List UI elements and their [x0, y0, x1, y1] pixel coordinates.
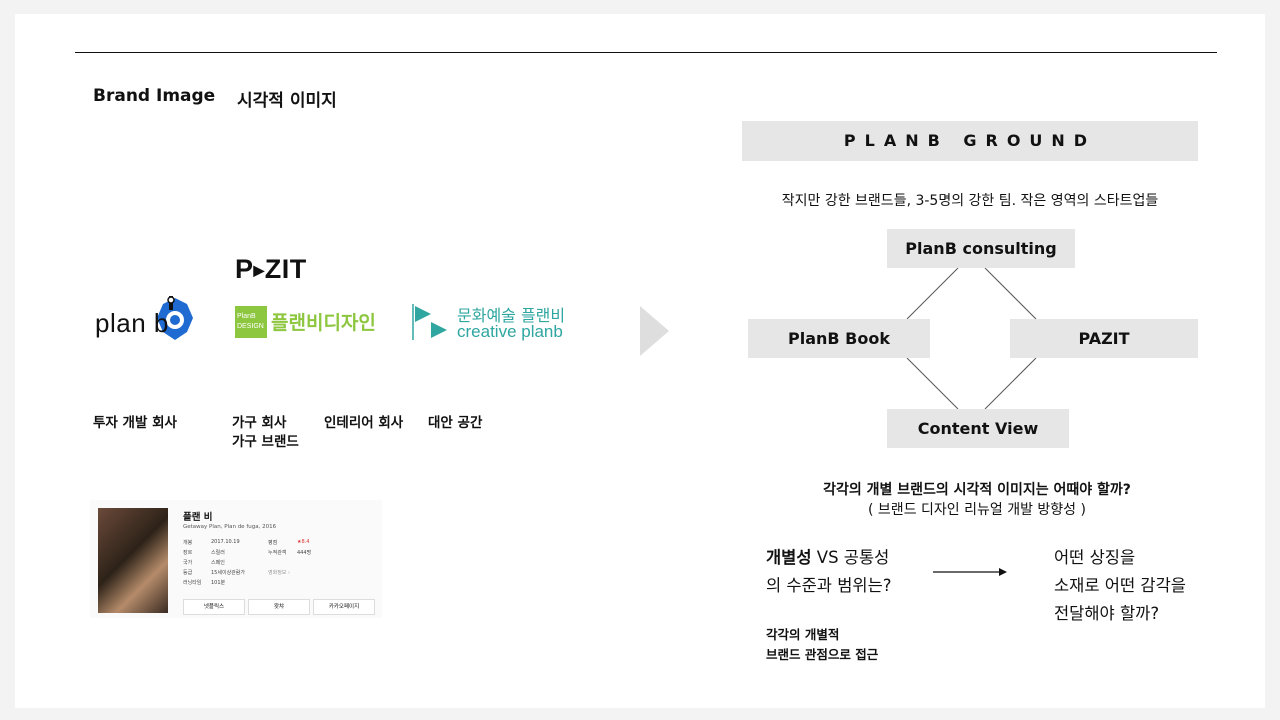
movie-audience: 444명 [297, 550, 312, 556]
creative-logo-line2: creative planb [457, 322, 563, 341]
category-interior: 인테리어 회사 [324, 415, 404, 431]
movie-row-label: 등급 [183, 570, 193, 576]
pazit-mark-icon: ▶ [253, 262, 265, 278]
approach-note-line1: 각각의 개별적 [766, 627, 840, 642]
movie-title: 플랜 비 [183, 512, 213, 523]
category-furniture-company: 가구 회사 [232, 415, 287, 431]
movie-row-label: 개봉 [183, 540, 193, 546]
kakaopage-button[interactable]: 카카오페이지 [313, 599, 375, 615]
creative-planb-logo: 문화예술 플랜비 creative planb [411, 302, 565, 346]
top-rule [75, 52, 1217, 53]
movie-subtitle: Getaway Plan, Plan de fuga, 2016 [183, 524, 277, 530]
individuality-line2: 의 수준과 범위는? [766, 576, 892, 595]
movie-row-value: 101분 [211, 580, 226, 586]
category-alt-space: 대안 공간 [428, 415, 483, 431]
individuality-rest: VS 공통성 [811, 548, 890, 567]
design-badge-line1: PlanB [237, 313, 256, 320]
planb-logo: plan b [95, 294, 195, 348]
movie-row-value: 스페인 [211, 560, 225, 566]
movie-poster [98, 508, 168, 613]
flag-icon [412, 304, 447, 340]
brand-image-heading: Brand Image [93, 86, 216, 106]
category-investment: 투자 개발 회사 [93, 415, 177, 431]
movie-row-label: 장르 [183, 550, 193, 556]
pazit-logo-rest: ZIT [264, 254, 307, 284]
watcha-button[interactable]: 왓챠 [248, 599, 310, 615]
movie-row-value: 스릴러 [211, 550, 225, 556]
movie-row-label: 러닝타임 [183, 580, 202, 586]
approach-note: 각각의 개별적 브랜드 관점으로 접근 [766, 625, 878, 665]
movie-row-label: 국가 [183, 560, 193, 566]
visual-image-heading: 시각적 이미지 [237, 91, 337, 111]
node-planb-consulting: PlanB consulting [887, 229, 1075, 268]
node-planb-book: PlanB Book [748, 319, 930, 358]
diagram-connectors [906, 267, 1037, 576]
design-badge: PlanB DESIGN [235, 306, 267, 338]
question-subtitle: ( 브랜드 디자인 리뉴얼 개발 방향성 ) [868, 502, 1086, 518]
node-content-view: Content View [887, 409, 1069, 448]
slide: Brand Image 시각적 이미지 P▶ZIT plan b PlanB D… [15, 14, 1265, 708]
individuality-bold: 개별성 [766, 548, 812, 567]
individuality-question: 개별성 VS 공통성 의 수준과 범위는? [766, 544, 892, 600]
main-question: 각각의 개별 브랜드의 시각적 이미지는 어때야 할까? [823, 482, 1131, 498]
design-badge-line2: DESIGN [237, 323, 264, 330]
ground-tagline: 작지만 강한 브랜드들, 3-5명의 강한 팀. 작은 영역의 스타트업들 [781, 193, 1159, 209]
movie-rating: ★8.4 [297, 539, 310, 545]
symbol-question-line1: 어떤 상징을 [1054, 548, 1136, 567]
design-logo-text: 플랜비디자인 [271, 312, 376, 334]
approach-note-line2: 브랜드 관점으로 접근 [766, 647, 879, 662]
node-pazit: PAZIT [1010, 319, 1198, 358]
movie-row-value: 15세이상관람가 [211, 570, 245, 576]
movie-row-label-2: 누적관객 [268, 550, 287, 556]
movie-row-label-2: 평점 [268, 540, 278, 546]
movie-info-card: 플랜 비 Getaway Plan, Plan de fuga, 2016 개봉… [90, 500, 382, 618]
symbol-question-line3: 전달해야 할까? [1054, 604, 1160, 623]
symbol-question: 어떤 상징을 소재로 어떤 감각을 전달해야 할까? [1054, 544, 1186, 628]
planb-logo-icon [157, 296, 193, 340]
pazit-logo-prefix: P [235, 254, 254, 284]
movie-row-value: 2017.10.19 [211, 539, 240, 545]
right-arrow-icon [640, 306, 669, 356]
creative-logo-line1: 문화예술 플랜비 [457, 306, 566, 325]
pazit-logo: P▶ZIT [235, 254, 307, 285]
category-furniture-brand: 가구 브랜드 [232, 434, 299, 450]
planb-ground-title: PLANB GROUND [742, 121, 1198, 161]
planb-logo-text: plan b [95, 308, 169, 338]
movie-info-link[interactable]: 영화정보 › [268, 570, 290, 576]
category-furniture: 가구 회사 가구 브랜드 [232, 414, 299, 452]
netflix-button[interactable]: 넷플릭스 [183, 599, 245, 615]
symbol-question-line2: 소재로 어떤 감각을 [1054, 576, 1186, 595]
